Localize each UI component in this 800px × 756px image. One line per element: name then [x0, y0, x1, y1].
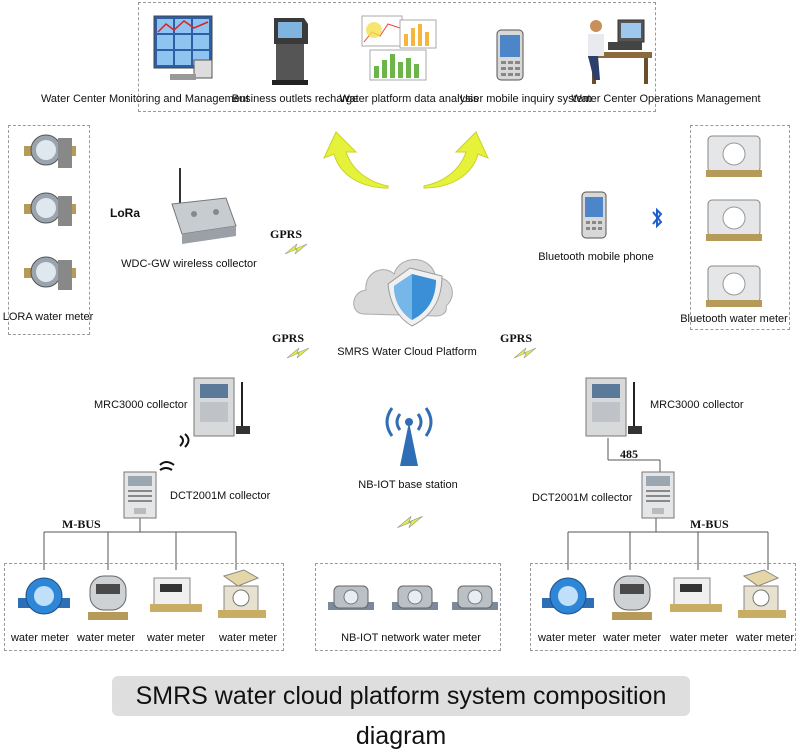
right-dct2001m-label: DCT2001M collector — [532, 492, 633, 504]
nbiot-water-meter-icon — [452, 585, 498, 610]
lora-meters-box — [8, 125, 90, 335]
left-mbus-label: M-BUS — [62, 517, 101, 531]
right-mrc3000-label: MRC3000 collector — [650, 399, 744, 411]
left-meters-box — [4, 563, 284, 651]
app-label-recharge: Business outlets recharge — [231, 93, 359, 105]
left-meter-label-3: water meter — [146, 632, 206, 644]
recharge-kiosk-icon — [272, 18, 308, 85]
lora-meters-label: LORA water meter — [2, 311, 94, 323]
mrc3000-collector-icon — [585, 377, 642, 437]
lightning-icon — [284, 243, 308, 255]
lightning-icon — [397, 515, 423, 529]
app-label-operations: Water Center Operations Management — [571, 93, 761, 105]
right-meter-label-3: water meter — [669, 632, 729, 644]
water-meter-icon — [612, 575, 652, 620]
data-analysis-charts-icon — [361, 15, 437, 81]
gprs-label-top: GPRS — [270, 227, 303, 241]
right-mbus-label: M-BUS — [690, 517, 729, 531]
nbiot-meters-box — [315, 563, 501, 651]
monitoring-wall-icon — [153, 15, 213, 80]
bluetooth-phone-icon — [581, 191, 607, 239]
lora-water-meter-icon — [24, 256, 76, 290]
bus-lines — [43, 438, 769, 570]
wireless-gateway-icon — [171, 168, 237, 244]
bluetooth-water-meter-icon — [706, 199, 762, 241]
bluetooth-water-meter-icon — [706, 265, 762, 307]
wireless-signal-icon — [159, 461, 175, 471]
mobile-phone-icon — [496, 29, 524, 81]
wireless-signal-icon — [179, 433, 190, 448]
nbiot-tower-icon — [385, 407, 433, 466]
water-meter-icon — [542, 577, 594, 615]
water-meter-icon — [88, 575, 128, 620]
nbiot-water-meter-icon — [328, 585, 374, 610]
lora-water-meter-icon — [24, 192, 76, 226]
bluetooth-meters-box — [690, 125, 790, 330]
lora-badge: LoRa — [110, 206, 140, 220]
nbiot-station-label: NB-IOT base station — [358, 479, 458, 491]
lightning-icon — [513, 347, 537, 359]
bluetooth-phone-label: Bluetooth mobile phone — [538, 251, 654, 263]
bluetooth-icon — [652, 207, 663, 229]
gprs-label-left: GPRS — [272, 331, 305, 345]
app-label-data-analysis: Water platform data analysis — [339, 93, 479, 105]
gprs-label-right: GPRS — [500, 331, 533, 345]
lora-water-meter-icon — [24, 134, 76, 168]
lightning-icon — [286, 347, 310, 359]
right-meter-label-4: water meter — [735, 632, 795, 644]
left-meter-label-2: water meter — [76, 632, 136, 644]
dct2001m-collector-icon — [641, 471, 675, 519]
app-label-mobile-inquiry: User mobile inquiry system — [459, 93, 593, 105]
top-apps-box — [138, 2, 656, 112]
bluetooth-water-meter-icon — [706, 135, 762, 177]
water-meter-icon — [18, 577, 70, 615]
water-meter-icon — [150, 577, 202, 612]
left-meter-label-4: water meter — [218, 632, 278, 644]
app-label-monitoring: Water Center Monitoring and Management — [40, 93, 250, 105]
water-meter-icon — [738, 569, 786, 618]
left-mrc3000-label: MRC3000 collector — [94, 399, 188, 411]
water-meter-icon — [218, 569, 266, 618]
nbiot-water-meter-icon — [392, 585, 438, 610]
cloud-platform-label: SMRS Water Cloud Platform — [337, 346, 477, 358]
left-dct2001m-label: DCT2001M collector — [170, 490, 271, 502]
right-meter-label-1: water meter — [537, 632, 597, 644]
upload-arrow-left-icon — [323, 131, 389, 189]
mrc3000-collector-icon — [193, 377, 250, 437]
dct2001m-collector-icon — [123, 471, 157, 519]
nbiot-meters-label: NB-IOT network water meter — [341, 632, 481, 644]
right-meter-label-2: water meter — [602, 632, 662, 644]
left-meter-label-1: water meter — [10, 632, 70, 644]
cloud-shield-icon — [353, 259, 453, 327]
rs485-label: 485 — [620, 447, 638, 461]
bluetooth-meters-label: Bluetooth water meter — [680, 313, 788, 325]
diagram-caption: SMRS water cloud platform system composi… — [112, 676, 690, 750]
right-meters-box — [530, 563, 796, 651]
water-meter-icon — [670, 577, 722, 612]
upload-arrow-right-icon — [423, 131, 489, 189]
lora-gateway-label: WDC-GW wireless collector — [121, 258, 257, 270]
operator-desk-icon — [588, 19, 652, 84]
